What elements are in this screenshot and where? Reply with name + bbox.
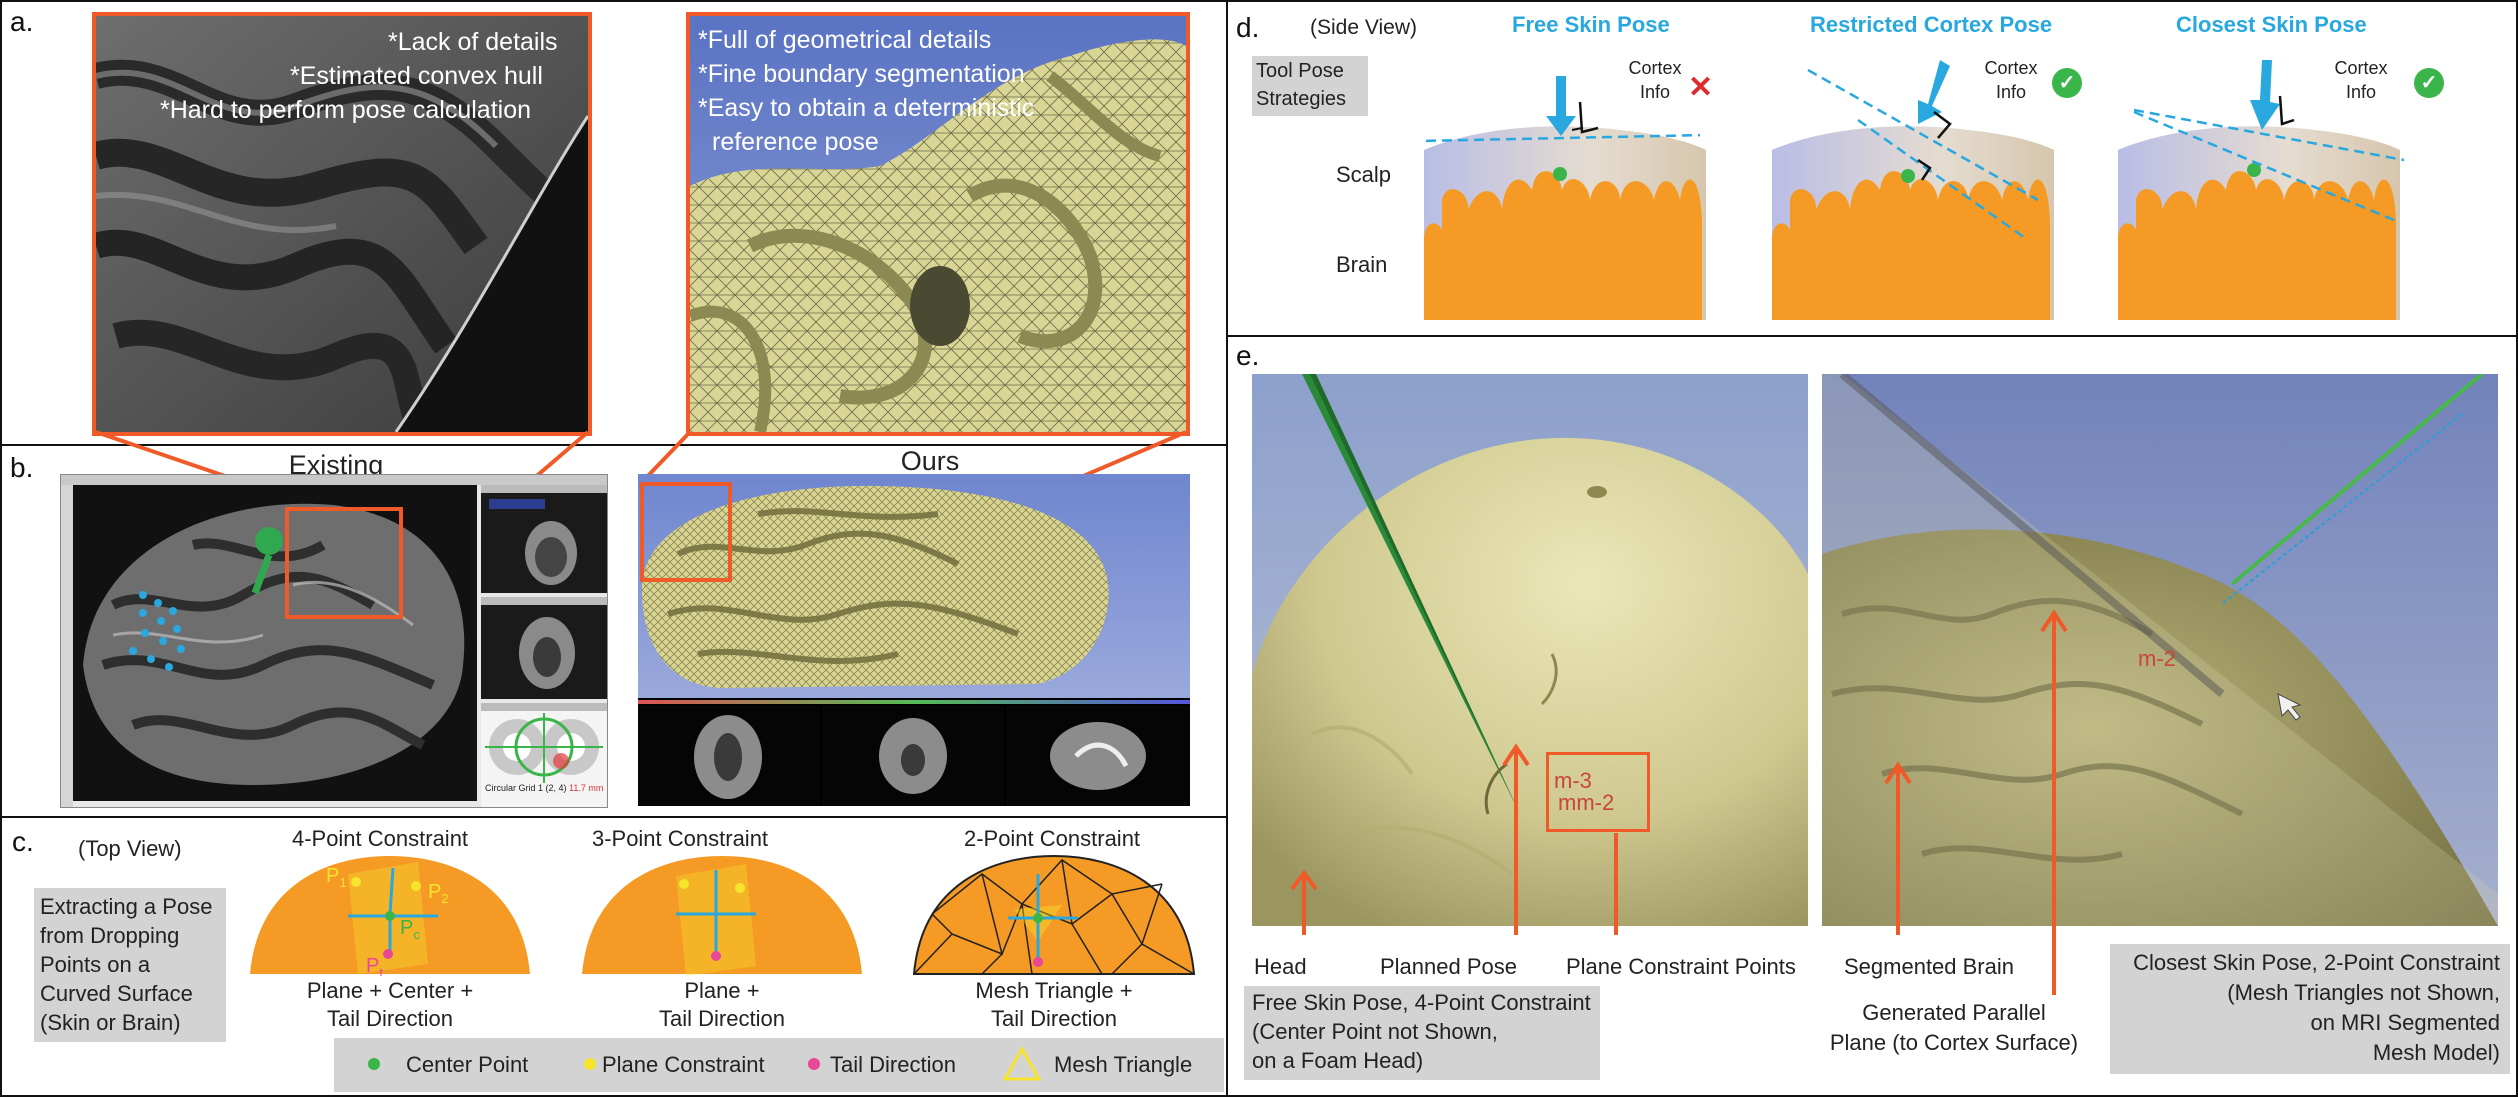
constraint-3-caption-1: Plane + — [684, 978, 760, 1003]
constraint-2-caption-1: Mesh Triangle + — [975, 978, 1133, 1003]
label-generated-plane-2: Plane (to Cortex Surface) — [1829, 1030, 2079, 1055]
tool-pose-strategies-box: Tool Pose Strategies — [1252, 56, 1368, 116]
restricted-cortex-pose-diagram — [1772, 60, 2054, 320]
restricted-cortex-pose-title: Restricted Cortex Pose — [1810, 12, 2053, 37]
ours-note-4: reference pose — [712, 128, 879, 156]
legend: Center Point Plane Constraint Tail Direc… — [334, 1038, 1224, 1092]
free-skin-pose-diagram — [1420, 76, 1706, 320]
zoom-existing-image — [92, 12, 592, 436]
cortex-info-2-check-icon: ✓ — [2052, 68, 2082, 98]
legend-tail-direction: Tail Direction — [830, 1052, 956, 1077]
constraint-4-caption-1: Plane + Center + — [306, 978, 474, 1003]
center-point-marker — [368, 1058, 380, 1070]
panel-label-d: d. — [1236, 12, 1260, 43]
closest-skin-pose-diagram — [2118, 60, 2404, 320]
panel-label-c: c. — [12, 826, 34, 857]
label-segmented-brain: Segmented Brain — [1844, 954, 2014, 979]
label-planned-pose: Planned Pose — [1380, 954, 1517, 979]
zoom-ours-image — [686, 12, 1190, 436]
cortex-info-1-a: Cortex — [1628, 58, 1682, 78]
cortex-info-3-b: Info — [2345, 82, 2377, 102]
cortex-info-3-a: Cortex — [2334, 58, 2388, 78]
constraint-3-caption-2: Tail Direction — [659, 1006, 785, 1031]
panel-label-a: a. — [10, 6, 34, 37]
closest-skin-pose-title: Closest Skin Pose — [2176, 12, 2367, 37]
existing-note-1: *Lack of details — [388, 28, 558, 56]
mark-m3: m-3 — [1554, 768, 1592, 793]
caption-free-skin-pose: Free Skin Pose, 4-Point Constraint (Cent… — [1244, 986, 1600, 1080]
constraint-3-title: 3-Point Constraint — [591, 826, 769, 851]
ours-note-2: *Fine boundary segmentation — [698, 60, 1025, 88]
existing-software-screenshot: Circular Grid 1 (2, 4) 11.7 mm — [60, 474, 608, 808]
cortex-info-1-b: Info — [1639, 82, 1671, 102]
ours-note-3: *Easy to obtain a deterministic — [698, 94, 1035, 122]
label-head: Head — [1254, 954, 1307, 979]
caption-closest-skin-pose: Closest Skin Pose, 2-Point Constraint (M… — [2110, 944, 2510, 1074]
foam-head-photo — [1252, 374, 1808, 926]
constraint-3-diagram — [582, 856, 862, 976]
cortex-info-1-cross-icon: ✕ — [1688, 71, 1714, 104]
ours-title: Ours — [900, 446, 960, 476]
ours-note-1: *Full of geometrical details — [698, 26, 992, 54]
panel-label-e: e. — [1236, 340, 1260, 371]
top-view-label: (Top View) — [78, 836, 182, 861]
panel-label-b: b. — [10, 452, 34, 483]
cortex-info-2-a: Cortex — [1984, 58, 2038, 78]
label-generated-plane-1: Generated Parallel — [1862, 1000, 2046, 1025]
brain-label: Brain — [1336, 252, 1388, 277]
annotation-arrows — [1290, 609, 2068, 995]
label-plane-constraint-points: Plane Constraint Points — [1566, 954, 1796, 979]
constraint-4-diagram: P1 P2 Pc Pt — [250, 856, 530, 976]
tail-direction-marker — [808, 1058, 820, 1070]
plane-constraint-marker — [584, 1058, 596, 1070]
existing-note-2: *Estimated convex hull — [290, 62, 543, 90]
panel-e-frame — [1226, 335, 2518, 1097]
pose-extraction-note: Extracting a Pose from Dropping Points o… — [34, 888, 226, 1042]
constraint-4-caption-2: Tail Direction — [327, 1006, 453, 1031]
constraint-2-caption-2: Tail Direction — [991, 1006, 1117, 1031]
constraint-2-diagram — [912, 854, 1196, 975]
mark-mm2: mm-2 — [1558, 790, 1615, 815]
legend-plane-constraint: Plane Constraint — [602, 1052, 765, 1077]
plane-constraint-points-box — [1546, 752, 1650, 832]
constraint-2-title: 2-Point Constraint — [963, 826, 1141, 851]
cortex-info-3-check-icon: ✓ — [2414, 68, 2444, 98]
triangle-icon — [1002, 1046, 1042, 1081]
scalp-label: Scalp — [1336, 162, 1392, 187]
constraint-4-title: 4-Point Constraint — [291, 826, 469, 851]
mri-mesh-render — [1822, 374, 2498, 926]
side-view-label: (Side View) — [1310, 16, 1417, 39]
ours-software-screenshot — [638, 474, 1190, 806]
mark-m2-right: m-2 — [2138, 646, 2176, 671]
existing-note-3: *Hard to perform pose calculation — [160, 96, 532, 124]
label-pt: Pt — [366, 955, 383, 976]
free-skin-pose-title: Free Skin Pose — [1512, 12, 1670, 37]
legend-mesh-triangle: Mesh Triangle — [1054, 1052, 1193, 1077]
grid-caption: Circular Grid 1 (2, 4) 11.7 mm — [485, 783, 604, 793]
legend-center-point: Center Point — [406, 1052, 529, 1077]
cortex-info-2-b: Info — [1995, 82, 2027, 102]
